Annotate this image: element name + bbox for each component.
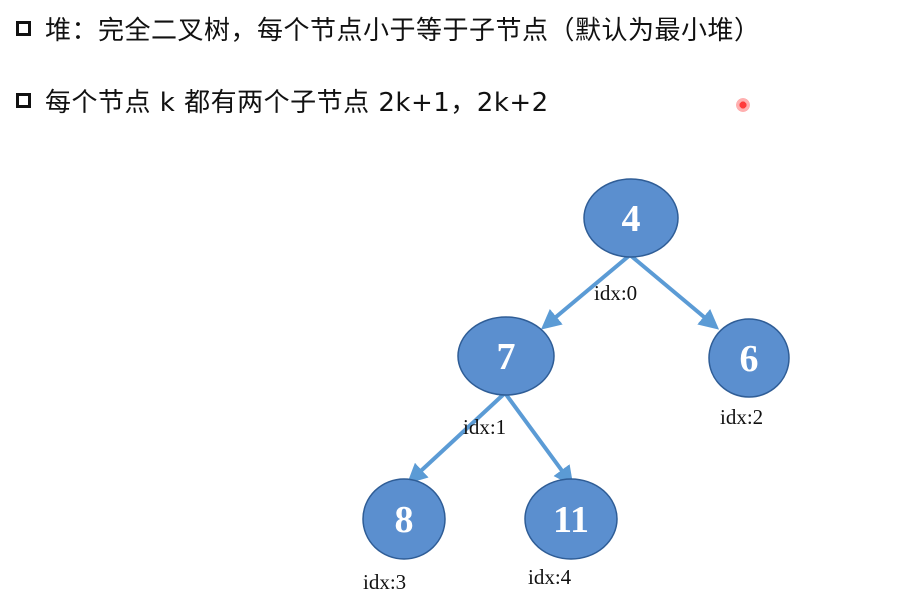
node-value: 7: [497, 336, 516, 378]
edge-n0-n1: [540, 253, 632, 330]
index-label: idx:2: [720, 405, 763, 429]
tree-node: 8: [362, 478, 446, 560]
node-circle: [362, 478, 446, 560]
node-circle: [524, 478, 618, 560]
square-bullet-icon: [16, 20, 31, 36]
index-label: idx:4: [528, 565, 572, 589]
bullet-item-heap-definition: 堆：完全二叉树，每个节点小于等于子节点（默认为最小堆）: [16, 8, 761, 48]
bullet-text: 堆：完全二叉树，每个节点小于等于子节点（默认为最小堆）: [45, 15, 761, 46]
node-value: 11: [553, 499, 589, 541]
bullet-item-child-index: 每个节点 k 都有两个子节点 2k+1，2k+2: [16, 80, 549, 120]
square-bullet-icon: [16, 92, 31, 108]
tree-node: 11: [524, 478, 618, 560]
tree-node: 4: [583, 178, 679, 258]
bullet-text: 每个节点 k 都有两个子节点 2k+1，2k+2: [45, 87, 549, 118]
node-value: 4: [622, 198, 641, 240]
tree-edges: [407, 253, 720, 487]
edge-n1-n3: [407, 391, 507, 484]
mouse-pointer-icon: [736, 98, 750, 112]
edge-n1-n4: [503, 391, 574, 487]
node-circle: [583, 178, 679, 258]
tree-nodes: 4 7 6 8 11: [362, 178, 790, 560]
tree-node: 6: [708, 318, 790, 398]
node-circle: [457, 316, 555, 396]
index-label: idx:1: [463, 415, 506, 439]
node-value: 8: [395, 499, 414, 541]
node-circle: [708, 318, 790, 398]
node-value: 6: [740, 338, 759, 380]
tree-node: 7: [457, 316, 555, 396]
index-label: idx:3: [363, 570, 406, 594]
index-labels: idx:1 idx:2 idx:3 idx:4 idx:0: [363, 281, 763, 594]
edge-n0-n2: [628, 253, 720, 330]
index-label-root: idx:0: [594, 281, 637, 305]
